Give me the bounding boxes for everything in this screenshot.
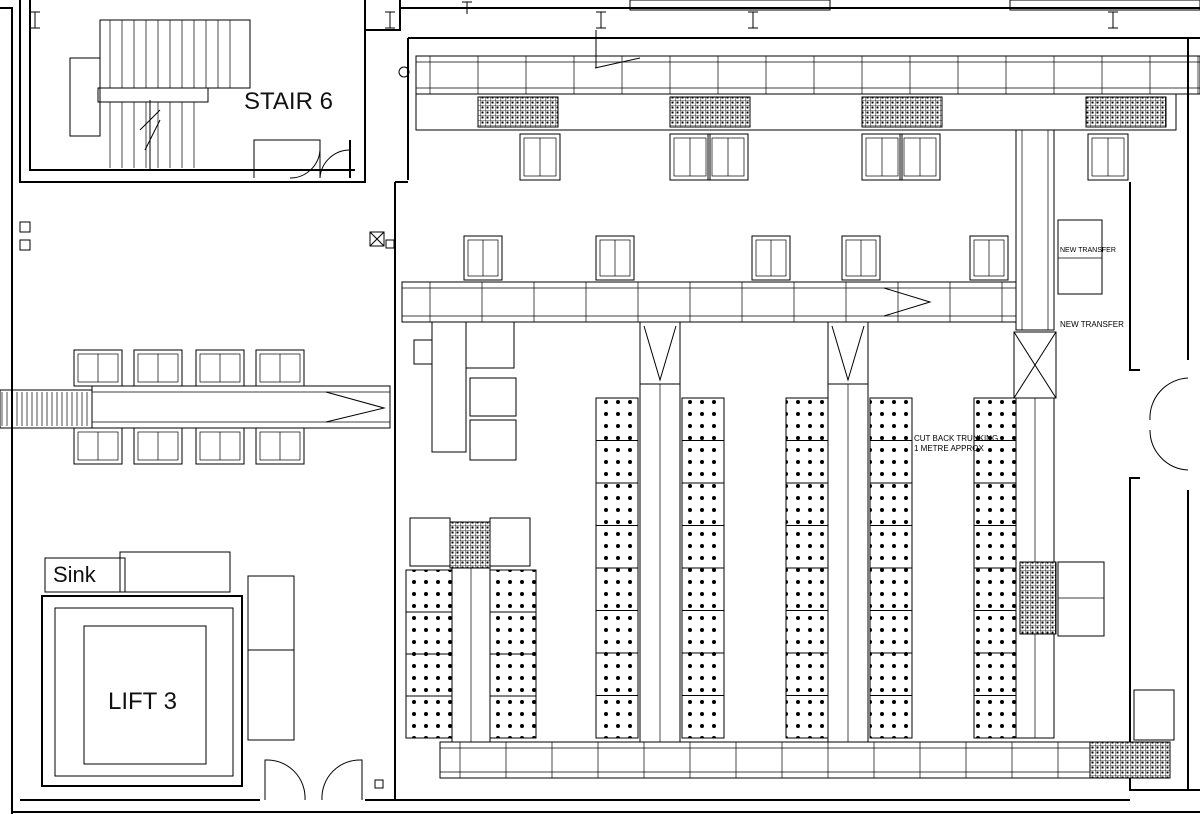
new-transfer-note: NEW TRANSFER (1060, 320, 1124, 329)
right-trunk (1013, 129, 1105, 739)
stair-6-label: STAIR 6 (244, 88, 333, 115)
stair-6 (69, 19, 351, 179)
right-door (1149, 377, 1189, 471)
bottom-conveyor (439, 689, 1175, 779)
column-markers (30, 0, 1200, 29)
cut-back-note-line1: CUT BACK TRUNKING (914, 434, 999, 443)
lift-3-label: LIFT 3 (108, 688, 177, 715)
top-conveyor (398, 30, 1200, 181)
sink-label: Sink (53, 562, 96, 587)
racking-rows (405, 383, 1017, 743)
small-rack-block (409, 517, 531, 569)
cut-back-note-line2: 1 METRE APPROX (914, 444, 984, 453)
vertical-spurs (639, 321, 869, 385)
middle-conveyor (401, 235, 1017, 461)
lift-3-block (41, 551, 384, 801)
left-conveyor (0, 349, 391, 465)
new-transfer-top-note: NEW TRANSFER (1060, 247, 1116, 254)
small-markers (19, 221, 395, 251)
